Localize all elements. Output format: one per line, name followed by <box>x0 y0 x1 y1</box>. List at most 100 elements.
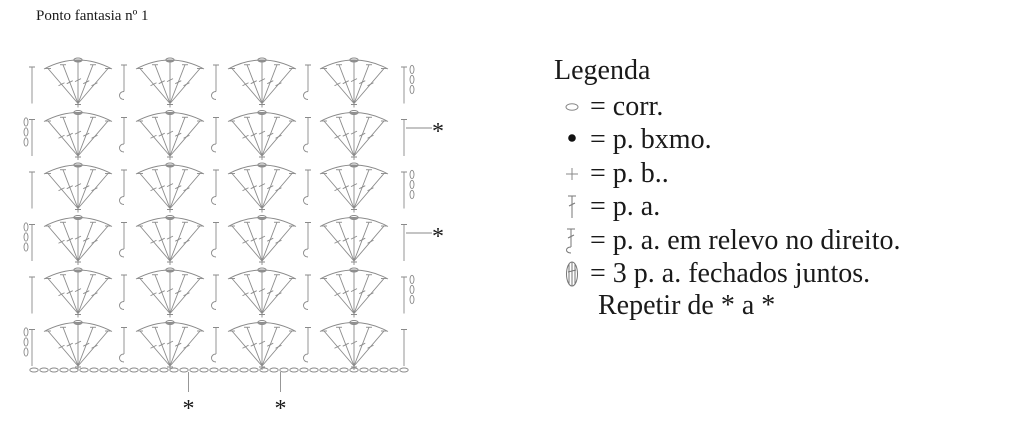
double-crochet-stitch <box>139 120 171 157</box>
double-crochet-bar <box>250 185 257 190</box>
chain-stitch <box>209 367 219 373</box>
double-crochet-bar <box>175 185 182 190</box>
double-crochet-bar <box>359 237 366 242</box>
single-crochet-stitch <box>259 364 265 370</box>
double-crochet-stitch <box>261 68 293 104</box>
double-crochet-stitch <box>139 330 171 367</box>
double-crochet-stitch <box>261 327 278 367</box>
chain-stitch <box>23 242 29 252</box>
edge-double-crochet <box>29 119 35 156</box>
double-crochet-stitch <box>77 64 94 104</box>
double-crochet-bar <box>58 187 65 192</box>
double-crochet-stitch <box>246 169 263 209</box>
repeat-instruction: Repetir de * a * <box>598 290 776 321</box>
legend-item-text: = p. b.. <box>590 157 669 189</box>
double-crochet-bar <box>267 290 274 295</box>
double-crochet-stitch <box>338 327 355 367</box>
relief-double-crochet-stitch <box>121 274 127 302</box>
relief-double-crochet-stitch <box>305 222 311 249</box>
relief-double-crochet-hook <box>211 91 217 100</box>
double-crochet-stitch <box>169 274 186 314</box>
double-crochet-stitch <box>261 117 278 157</box>
double-crochet-stitch <box>62 274 79 314</box>
double-crochet-bar <box>267 237 274 242</box>
double-crochet-bar <box>242 292 249 297</box>
double-crochet-bar <box>350 130 358 135</box>
legend-item-front-post-double-crochet: = p. a. em relevo no direito. <box>554 224 900 258</box>
legend-item-text: = p. bxmo. <box>590 124 712 156</box>
double-crochet-stitch <box>338 64 355 104</box>
edge-double-crochet <box>29 276 35 314</box>
double-crochet-bar <box>258 340 266 345</box>
double-crochet-bar <box>275 82 282 87</box>
edge-double-crochet <box>401 276 407 314</box>
double-crochet-bar <box>83 237 90 242</box>
double-crochet-bar <box>91 292 98 297</box>
double-crochet-bar <box>242 239 249 244</box>
chain-stitch <box>409 179 415 190</box>
double-crochet-stitch <box>169 169 186 209</box>
chain-stitch <box>119 367 129 373</box>
double-crochet-bar <box>334 134 341 139</box>
double-crochet-bar <box>258 183 266 188</box>
double-crochet-stitch <box>169 68 201 104</box>
double-crochet-stitch <box>231 330 263 367</box>
double-crochet-bar <box>275 292 282 297</box>
double-crochet-bar <box>359 132 366 137</box>
chain-arc <box>227 112 297 122</box>
chain-stitch <box>409 274 415 285</box>
chain-arc <box>43 164 113 175</box>
relief-double-crochet-hook <box>119 196 125 205</box>
single-crochet-stitch <box>259 206 265 213</box>
single-crochet-stitch <box>75 364 81 370</box>
double-crochet-stitch <box>338 274 355 314</box>
double-crochet-stitch <box>62 117 79 157</box>
relief-double-crochet-stitch <box>121 117 127 144</box>
double-crochet-stitch <box>231 278 263 314</box>
double-crochet-bar <box>166 183 174 188</box>
double-crochet-stitch <box>77 120 109 157</box>
double-crochet-stitch <box>62 222 79 262</box>
double-crochet-bar <box>275 344 282 349</box>
double-crochet-stitch <box>231 68 263 104</box>
chain-stitch <box>169 367 179 373</box>
double-crochet-stitch <box>77 222 94 262</box>
chain-stitch <box>257 267 267 273</box>
chain-stitch <box>229 367 239 373</box>
double-crochet-stitch <box>62 327 79 367</box>
double-crochet-stitch <box>169 64 186 104</box>
chain-arc <box>135 269 205 280</box>
double-crochet-bar <box>74 340 82 345</box>
double-crochet-bar <box>258 78 266 83</box>
double-crochet-bar <box>267 342 274 347</box>
double-crochet-bar <box>66 80 73 85</box>
double-crochet-bar <box>175 80 182 85</box>
chain-stitch <box>73 110 83 115</box>
single-crochet-stitch <box>75 206 81 213</box>
relief-double-crochet-stitch <box>213 222 219 249</box>
double-crochet-bar <box>91 239 98 244</box>
double-crochet-stitch <box>139 225 171 262</box>
repeat-marker: * <box>432 224 444 250</box>
edge-double-crochet <box>29 329 35 366</box>
chain-stitch <box>349 320 359 325</box>
chain-arc <box>227 322 297 332</box>
double-crochet-bar <box>83 290 90 295</box>
crochet-chart: **** <box>23 57 444 422</box>
repeat-marker: * <box>275 396 287 422</box>
single-crochet-stitch <box>351 206 357 213</box>
double-crochet-stitch <box>231 120 263 157</box>
double-crochet-bar <box>258 288 266 293</box>
double-crochet-bar <box>166 235 174 240</box>
chain-stitch <box>359 367 369 373</box>
double-crochet-bar <box>83 132 90 137</box>
chain-stitch <box>409 84 415 95</box>
chain-stitch <box>73 57 83 63</box>
double-crochet-stitch <box>169 173 201 209</box>
double-crochet-bar <box>350 183 358 188</box>
double-crochet-bar <box>158 342 165 347</box>
double-crochet-stitch <box>261 278 293 314</box>
double-crochet-bar <box>275 239 282 244</box>
double-crochet-bar <box>183 187 190 192</box>
chain-stitch <box>23 232 29 242</box>
